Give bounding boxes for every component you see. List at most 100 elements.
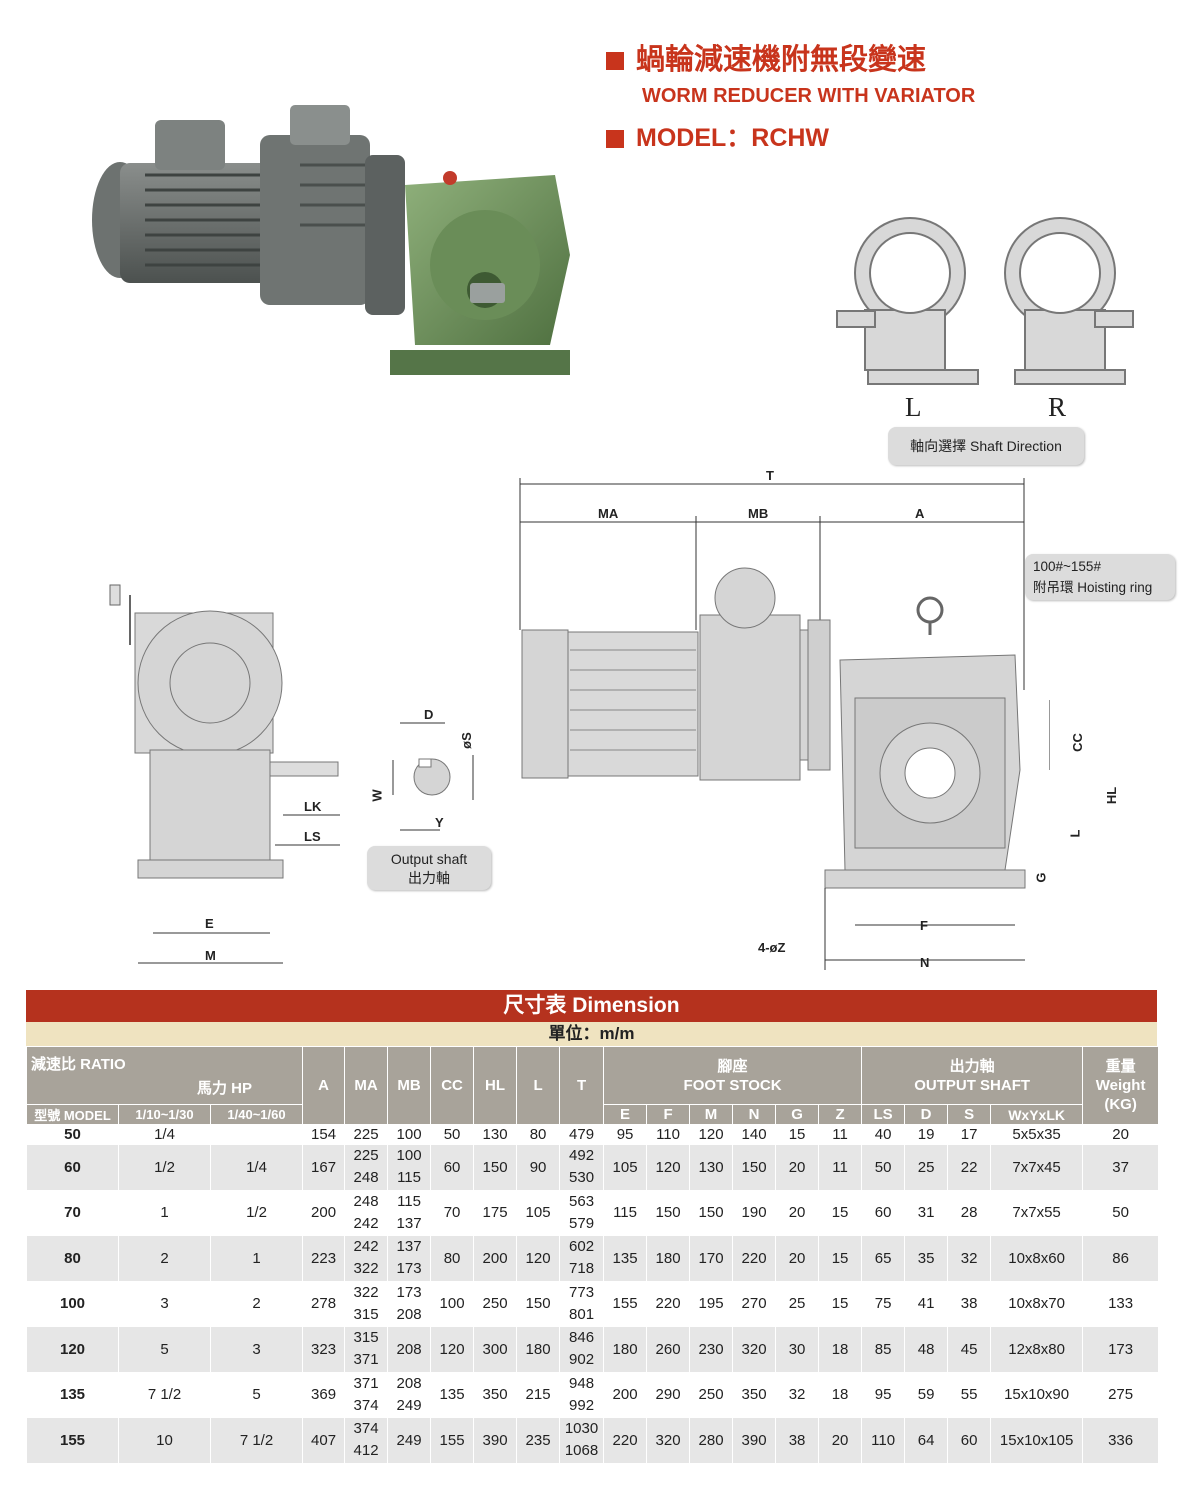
cell-ls: 110 [861, 1417, 906, 1463]
cell-l: 80 [516, 1124, 561, 1145]
cell-g: 25 [775, 1281, 820, 1327]
cell-w: 275 [1082, 1372, 1160, 1418]
col-S: S [947, 1104, 992, 1125]
dim-MA: MA [598, 506, 619, 521]
cell-g: 20 [775, 1190, 820, 1236]
cell-ls: 50 [861, 1144, 906, 1190]
cell-d: 35 [904, 1235, 949, 1281]
cell-d: 59 [904, 1372, 949, 1418]
cell-value: 115 [397, 1169, 421, 1187]
cell-value: 242 [353, 1214, 379, 1232]
cell-cc: 135 [430, 1372, 475, 1418]
cell-w: 173 [1082, 1326, 1160, 1372]
cell-w: 86 [1082, 1235, 1160, 1281]
cell-a: 407 [302, 1417, 346, 1463]
cell-r2: 1/4 [209, 1144, 304, 1190]
cell-ls: 75 [861, 1281, 906, 1327]
cell-m: 230 [689, 1326, 734, 1372]
cell-cc: 80 [430, 1235, 475, 1281]
dim-T: T [766, 468, 774, 483]
cell-value: 1030 [564, 1420, 599, 1438]
cell-m: 250 [689, 1372, 734, 1418]
cell-l: 180 [516, 1326, 561, 1372]
cell-hl: 300 [473, 1326, 518, 1372]
cell-hl: 150 [473, 1144, 518, 1190]
cell-value: 602 [569, 1238, 595, 1256]
table-unit: 單位：m/m [26, 1022, 1157, 1046]
cell-g: 15 [775, 1124, 820, 1145]
cell-f: 150 [646, 1190, 691, 1236]
cell-value: 530 [569, 1169, 595, 1187]
cell-r1: 1/2 [118, 1144, 211, 1190]
cell-w: 20 [1082, 1124, 1160, 1145]
front-view-drawing [109, 584, 340, 964]
cell-value: 242 [353, 1238, 379, 1256]
cell-e: 135 [603, 1235, 648, 1281]
cell-l: 235 [516, 1417, 561, 1463]
dim-D: D [424, 707, 434, 722]
cell-value: 412 [353, 1442, 379, 1460]
dim-W: W [369, 789, 385, 802]
cell-ls: 85 [861, 1326, 906, 1372]
cell-model: 80 [26, 1235, 119, 1281]
output-shaft-header: 出力軸 OUTPUT SHAFT [861, 1046, 1084, 1105]
col-r1: 1/10~1/30 [118, 1104, 211, 1125]
dim-M: M [205, 948, 216, 963]
cell-z: 11 [818, 1144, 863, 1190]
cell-value: 248 [353, 1192, 379, 1210]
cell-d: 64 [904, 1417, 949, 1463]
cell-a: 369 [302, 1372, 346, 1418]
col-WYLK: WxYxLK [990, 1104, 1084, 1125]
cell-n: 190 [732, 1190, 777, 1236]
output-shaft-cn: 出力軸 [408, 870, 450, 886]
cell-hl: 250 [473, 1281, 518, 1327]
cell-n: 390 [732, 1417, 777, 1463]
cell-w: 37 [1082, 1144, 1160, 1190]
cell-model: 135 [26, 1372, 119, 1418]
dim-A: A [915, 506, 925, 521]
dim-S: øS [458, 732, 474, 749]
shaft-direction-diagram [836, 217, 1134, 385]
dim-F: F [920, 918, 928, 933]
cell-n: 270 [732, 1281, 777, 1327]
col-HL: HL [473, 1046, 518, 1125]
cell-value: 563 [569, 1192, 595, 1210]
cell-value: 173 [396, 1260, 422, 1278]
weight-cn: 重量 [1105, 1058, 1136, 1075]
cell-value: 322 [353, 1260, 379, 1278]
cell-d: 25 [904, 1144, 949, 1190]
col-A: A [302, 1046, 346, 1125]
cell-s: 17 [947, 1124, 992, 1145]
cell-value: 371 [353, 1374, 379, 1392]
cell-g: 32 [775, 1372, 820, 1418]
cell-r2: 3 [209, 1326, 304, 1372]
cell-r1: 1 [118, 1190, 211, 1236]
cell-value: 374 [353, 1420, 379, 1438]
cell-r2 [209, 1124, 304, 1145]
cell-e: 155 [603, 1281, 648, 1327]
cell-value: 773 [569, 1283, 595, 1301]
cell-g: 30 [775, 1326, 820, 1372]
cell-model: 70 [26, 1190, 119, 1236]
title-chinese: 蝸輪減速機附無段變速 [606, 36, 926, 78]
cell-value: 371 [353, 1351, 379, 1369]
cell-n: 150 [732, 1144, 777, 1190]
product-photo [92, 105, 570, 375]
cell-e: 220 [603, 1417, 648, 1463]
cell-l: 150 [516, 1281, 561, 1327]
cell-wylk: 7x7x55 [990, 1190, 1084, 1236]
cell-value: 208 [396, 1374, 422, 1392]
col-CC: CC [430, 1046, 475, 1125]
